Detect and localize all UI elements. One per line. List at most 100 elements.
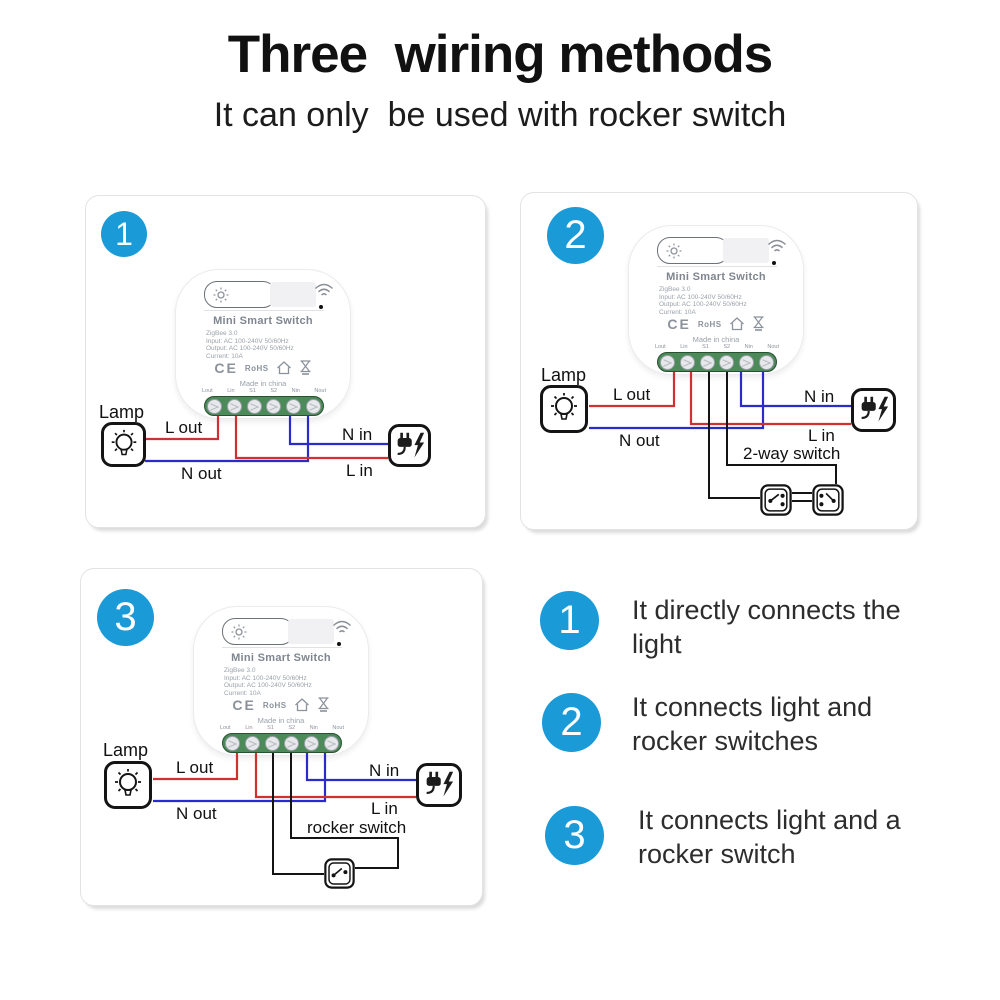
device-current: Current: 10A — [224, 689, 261, 697]
made-in-label: Made in china — [257, 716, 305, 725]
terminal-label-nout: Nout — [332, 725, 344, 731]
device-output: Output: AC 100-240V 50/60Hz — [659, 301, 747, 308]
lamp-label: Lamp — [541, 365, 587, 385]
wire-label-l-in: L in — [808, 426, 835, 445]
terminal-label-lout: Lout — [220, 725, 231, 731]
terminal-labels: Lout Lin S1 S2 Nin Nout — [655, 344, 779, 350]
legend-3-badge: 3 — [545, 806, 604, 865]
lamp-icon — [104, 761, 152, 809]
device-current: Current: 10A — [659, 308, 696, 316]
terminal-screw — [719, 354, 735, 370]
rocker-switch-icon — [760, 484, 792, 516]
lightning-icon — [443, 771, 454, 797]
panel-method-2: 2 Mini Smart Switch ZigBee 3.0 — [520, 192, 918, 530]
ce-mark: CE — [667, 316, 691, 332]
rocker-switch-label: rocker switch — [307, 818, 407, 837]
terminal-label-lin: Lin — [245, 725, 253, 731]
certification-row: CE RoHS — [629, 316, 803, 332]
lamp-label: Lamp — [103, 740, 149, 760]
terminal-screw — [244, 735, 260, 751]
device-specs: ZigBee 3.0 Input: AC 100-240V 50/60Hz Ou… — [224, 667, 312, 697]
terminal-screw — [284, 735, 300, 751]
device-seam-line — [204, 310, 324, 311]
page-subtitle: It can only be used with rocker switch — [213, 96, 787, 134]
terminal-label-lout: Lout — [202, 388, 213, 394]
wiring-lines — [153, 753, 416, 875]
ce-mark: CE — [214, 360, 238, 376]
terminal-screw — [225, 735, 240, 751]
sun-icon — [231, 624, 247, 639]
rohs-mark: RoHS — [244, 363, 269, 373]
lamp-label: Lamp — [99, 402, 145, 422]
legend-1-text: It directly connects the light — [632, 595, 901, 659]
wifi-icon — [314, 283, 334, 296]
method-2-badge: 2 — [547, 207, 604, 264]
made-in-label: Made in china — [239, 379, 287, 388]
device-seam-line — [222, 647, 342, 648]
terminal-screw — [305, 398, 321, 414]
smart-switch-device: Mini Smart Switch ZigBee 3.0 Input: AC 1… — [175, 269, 351, 419]
ce-mark: CE — [232, 697, 256, 713]
terminal-label-s2: S2 — [723, 344, 731, 350]
device-reset-button — [723, 238, 769, 263]
wiring-lines — [589, 372, 851, 502]
wiring-lines — [145, 416, 388, 463]
terminal-labels: Lout Lin S1 S2 Nin Nout — [202, 388, 326, 394]
device-output: Output: AC 100-240V 50/60Hz — [224, 682, 312, 689]
terminal-label-nin: Nin — [744, 344, 753, 350]
legend-2-badge: 2 — [542, 693, 601, 752]
weee-icon — [318, 697, 329, 712]
terminal-label-lout: Lout — [655, 344, 666, 350]
terminal-label-nin: Nin — [291, 388, 300, 394]
terminal-screw — [758, 354, 774, 370]
terminal-screw — [739, 354, 755, 370]
device-output: Output: AC 100-240V 50/60Hz — [206, 345, 294, 352]
led-dot — [319, 305, 323, 309]
terminal-label-s1: S1 — [249, 388, 256, 394]
method-3-badge: 3 — [97, 589, 154, 646]
two-way-switch-label: 2-way switch — [743, 444, 841, 463]
wire-label-n-in: N in — [342, 425, 373, 444]
house-icon — [729, 317, 744, 331]
lamp-icon — [540, 385, 588, 433]
terminal-block — [222, 733, 342, 753]
wire-label-l-out: L out — [165, 418, 203, 437]
wire-label-n-out: N out — [619, 431, 660, 450]
rocker-switch-icon — [812, 484, 844, 516]
made-in-label: Made in china — [692, 335, 740, 344]
terminal-label-s1: S1 — [267, 725, 274, 731]
certification-row: CE RoHS — [176, 360, 350, 376]
sun-icon — [213, 287, 229, 302]
power-source-icon — [851, 388, 896, 432]
terminal-label-s1: S1 — [702, 344, 709, 350]
wire-label-l-in: L in — [371, 799, 398, 818]
terminal-screw — [304, 735, 320, 751]
rocker-switch-icon — [324, 858, 355, 889]
wire-label-n-out: N out — [176, 804, 217, 823]
panel-method-3: 3 Mini Smart Switch ZigBee 3.0 — [80, 568, 483, 906]
method-1-badge: 1 — [101, 211, 147, 257]
terminal-label-lin: Lin — [227, 388, 235, 394]
rohs-mark: RoHS — [697, 319, 722, 329]
terminal-screw — [286, 398, 302, 414]
smart-switch-device: Mini Smart Switch ZigBee 3.0 Input: AC 1… — [628, 225, 804, 375]
device-specs: ZigBee 3.0 Input: AC 100-240V 50/60Hz Ou… — [659, 286, 747, 316]
device-name: Mini Smart Switch — [666, 271, 766, 283]
terminal-screw — [226, 398, 242, 414]
terminal-screw — [264, 735, 280, 751]
device-protocol: ZigBee 3.0 — [659, 286, 691, 293]
device-protocol: ZigBee 3.0 — [206, 330, 238, 337]
device-specs: ZigBee 3.0 Input: AC 100-240V 50/60Hz Ou… — [206, 330, 294, 360]
terminal-label-nin: Nin — [309, 725, 318, 731]
terminal-screw — [323, 735, 339, 751]
wire-label-n-out: N out — [181, 464, 222, 483]
terminal-screw — [266, 398, 282, 414]
lamp-icon — [101, 422, 146, 467]
wifi-icon — [767, 239, 787, 252]
legend-2-text: It connects light and rocker switches — [632, 692, 873, 756]
house-icon — [294, 698, 309, 712]
house-icon — [276, 361, 291, 375]
device-reset-button — [288, 619, 334, 644]
led-dot — [772, 261, 776, 265]
rohs-mark: RoHS — [262, 700, 287, 710]
